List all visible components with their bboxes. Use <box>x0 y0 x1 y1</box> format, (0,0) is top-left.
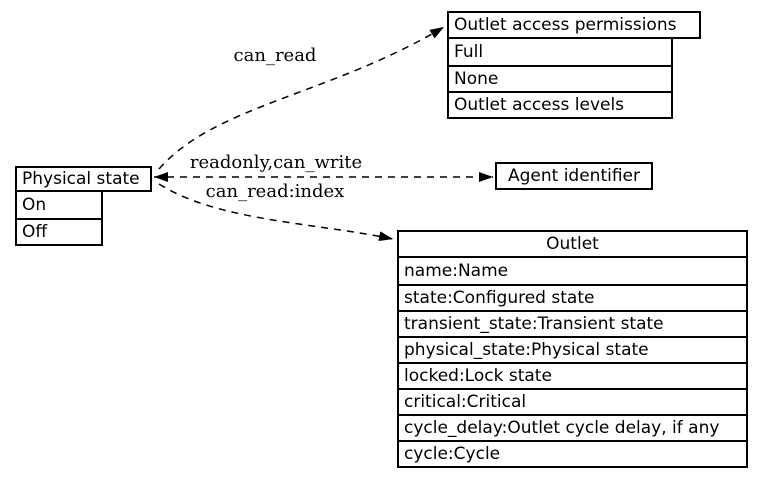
field-row: name:Name <box>404 260 509 281</box>
edge-label-can-read-index: can_read:index <box>205 181 345 202</box>
node-rows-physical-state: On Off <box>15 192 103 246</box>
node-title-outlet-access-permissions: Outlet access permissions <box>447 11 701 39</box>
field-row: state:Configured state <box>399 284 746 310</box>
edge-label-readonly-can-write: readonly,can_write <box>189 152 363 173</box>
edge-can-read-index <box>158 183 394 242</box>
field-row: transient_state:Transient state <box>399 310 746 336</box>
node-agent-identifier: Agent identifier <box>495 162 653 190</box>
enum-value-row: On <box>22 194 47 215</box>
node-title-physical-state: Physical state <box>15 166 152 192</box>
field-row: cycle_delay:Outlet cycle delay, if any <box>399 414 746 440</box>
field-row: critical:Critical <box>399 388 746 414</box>
node-title-outlet: Outlet <box>397 230 748 258</box>
node-rows-outlet: name:Name state:Configured state transie… <box>397 258 748 468</box>
enum-value-row: None <box>449 65 671 91</box>
enum-value-row: Off <box>17 218 101 244</box>
field-row: cycle:Cycle <box>399 440 746 466</box>
node-rows-outlet-access-permissions: Full None Outlet access levels <box>447 39 673 119</box>
edge-label-can-read: can_read <box>233 45 317 66</box>
enum-value-row: Full <box>454 41 484 62</box>
field-row: locked:Lock state <box>399 362 746 388</box>
enum-value-row: Outlet access levels <box>449 91 671 117</box>
field-row: physical_state:Physical state <box>399 336 746 362</box>
